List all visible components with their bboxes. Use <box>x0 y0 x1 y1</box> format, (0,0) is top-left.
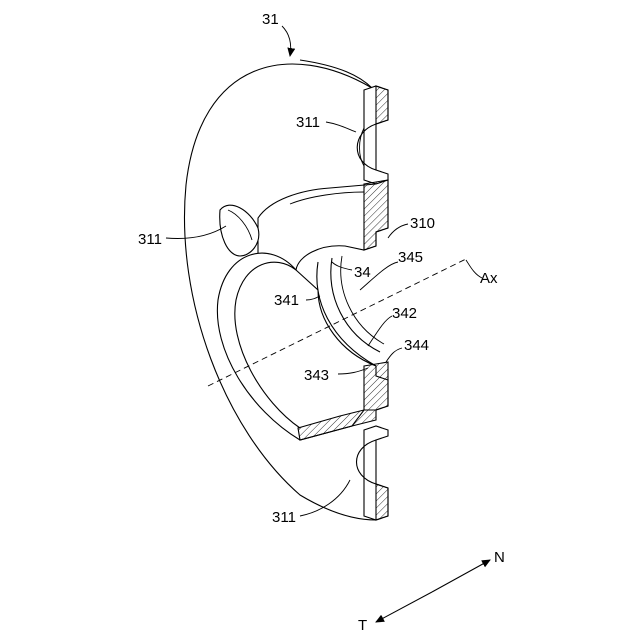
label-343: 343 <box>304 367 329 384</box>
leader-31 <box>282 26 291 56</box>
label-341: 341 <box>274 292 299 309</box>
label-342: 342 <box>392 305 417 322</box>
label-311-top: 311 <box>296 114 320 131</box>
top-flange-hatch <box>376 86 388 124</box>
leader-344 <box>386 348 402 362</box>
label-345: 345 <box>398 249 423 266</box>
direction-arrow-t <box>376 592 432 622</box>
bottom-flange-hatch <box>376 484 388 520</box>
left-recess <box>220 205 259 256</box>
label-n: N <box>494 549 505 566</box>
label-311-left: 311 <box>138 231 162 248</box>
label-34: 34 <box>354 264 371 281</box>
label-ax: Ax <box>480 270 498 287</box>
leader-311-top <box>326 122 356 132</box>
label-311-bottom: 311 <box>272 509 296 526</box>
label-31: 31 <box>262 11 279 28</box>
leader-311-left <box>166 226 226 239</box>
top-recess-inner <box>360 128 365 166</box>
direction-arrow-n <box>432 560 490 592</box>
leader-34 <box>332 262 352 270</box>
leader-310 <box>388 224 408 238</box>
middle-flange-hatch <box>364 180 388 250</box>
outer-shell-top-edge <box>300 60 372 88</box>
label-344: 344 <box>404 337 429 354</box>
leader-311-bottom <box>300 480 350 516</box>
label-t: T <box>358 617 367 634</box>
label-310: 310 <box>410 215 435 232</box>
